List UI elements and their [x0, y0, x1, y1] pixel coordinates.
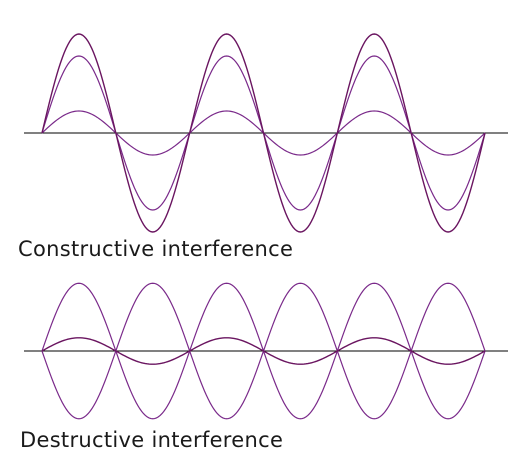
destructive-interference-label: Destructive interference: [20, 428, 284, 452]
constructive-interference-label: Constructive interference: [18, 237, 294, 261]
constructive-panel: [24, 33, 508, 233]
destructive-panel: [24, 282, 508, 420]
constructive-wave-sum: [41, 33, 486, 233]
destructive-wave-sum: [41, 337, 486, 365]
